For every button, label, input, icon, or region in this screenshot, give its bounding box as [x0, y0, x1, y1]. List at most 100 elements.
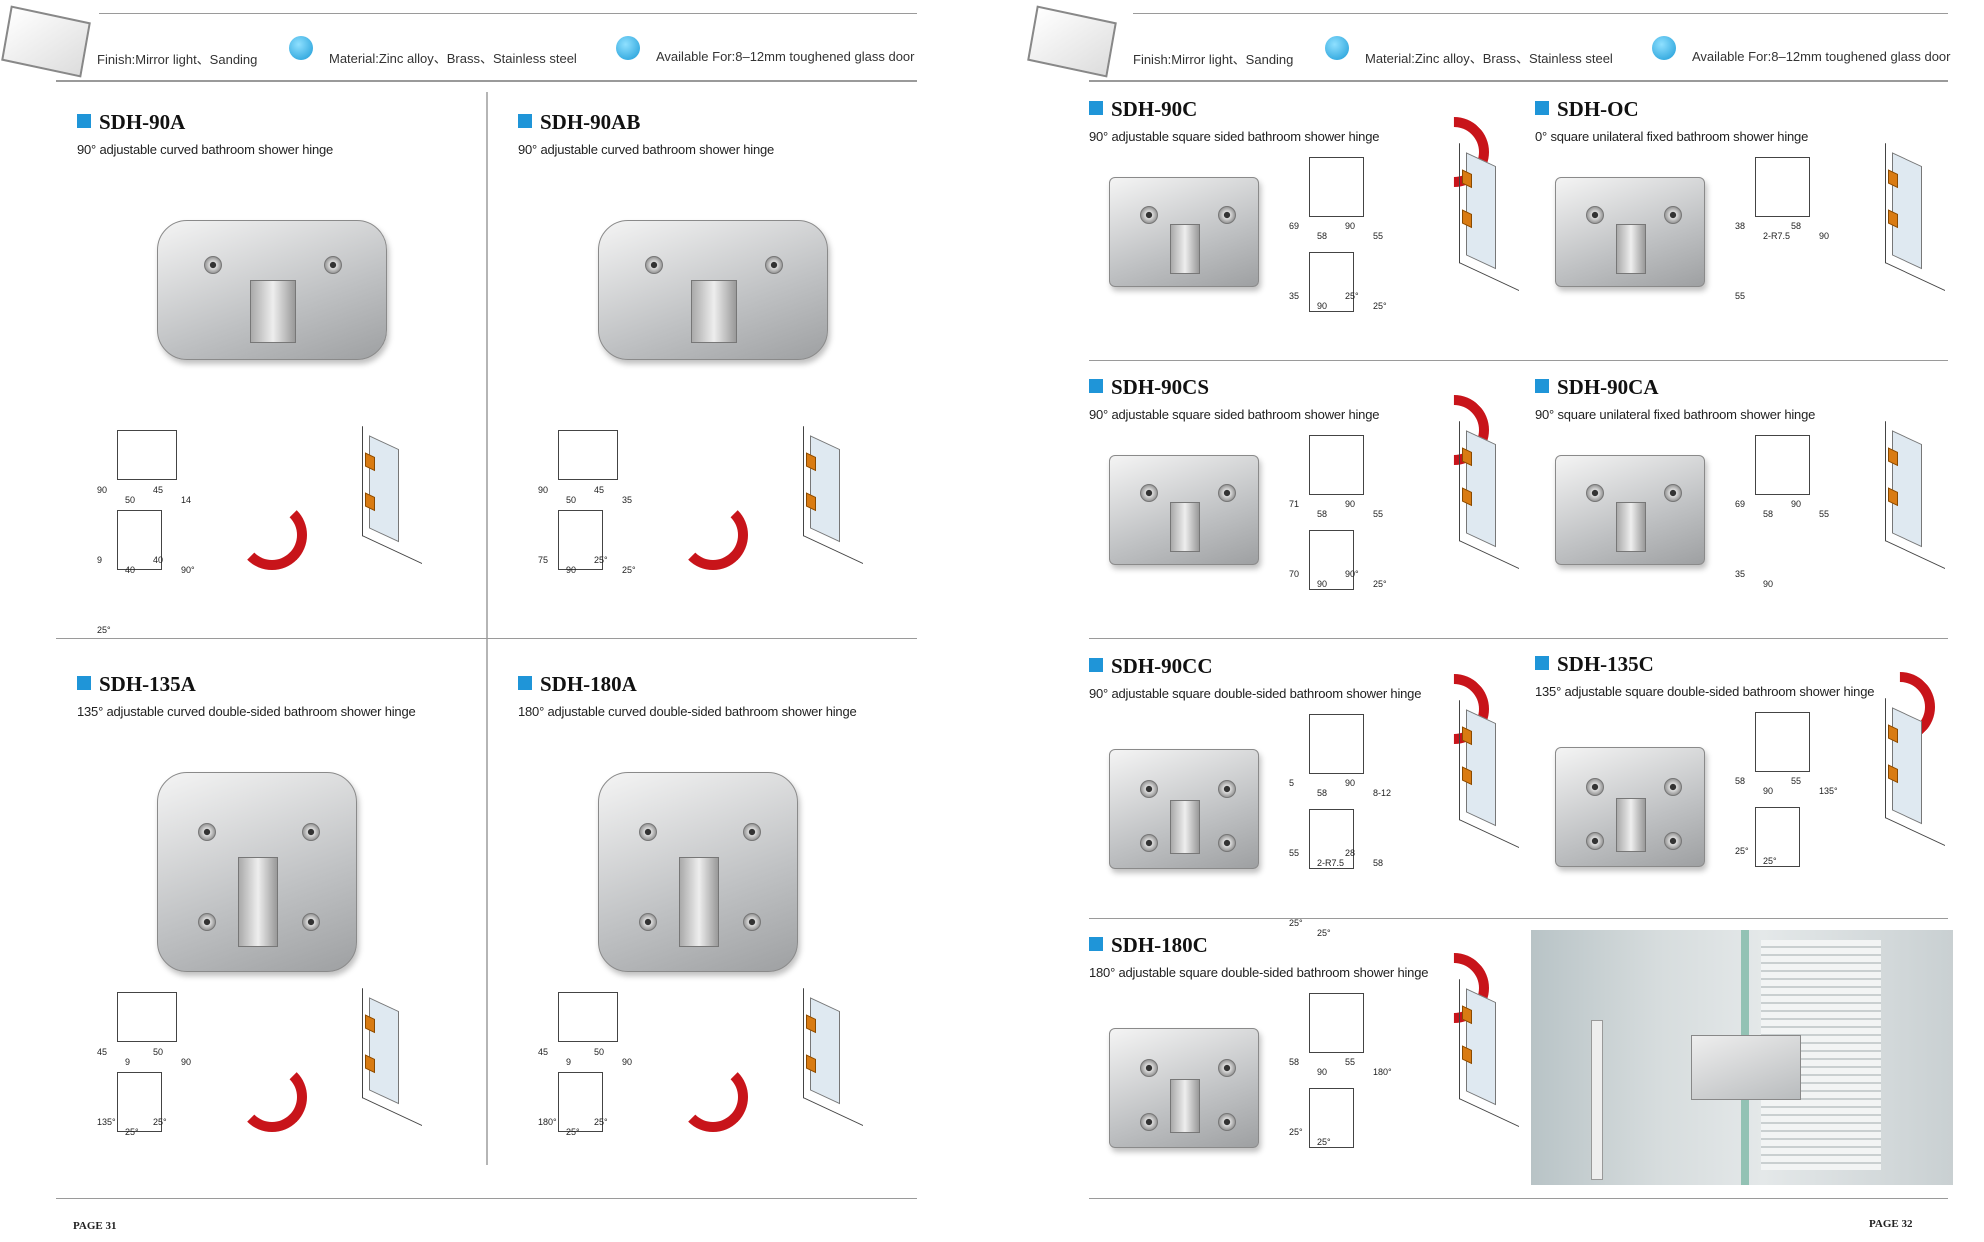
- hinge-image: [1555, 177, 1705, 287]
- screw-hole: [1140, 834, 1158, 852]
- screw-hole: [198, 823, 216, 841]
- hinge-image: [157, 772, 357, 972]
- dimension-label: 8-12: [1373, 788, 1392, 798]
- hinge-image: [598, 220, 828, 360]
- product-code: SDH-90CC: [1089, 654, 1213, 679]
- dimension-drawing: [558, 430, 618, 480]
- dimension-drawing: [1309, 157, 1364, 217]
- screw-hole: [1218, 205, 1236, 224]
- dimension-label: 90°: [181, 565, 195, 575]
- screw-hole: [1586, 205, 1604, 224]
- screw-hole: [639, 913, 657, 931]
- dimension-label: 25°: [594, 555, 608, 565]
- dimension-drawing: [1755, 435, 1810, 495]
- dimension-label: 25°: [1289, 1127, 1303, 1137]
- product-cell: SDH-90AB 90° adjustable curved bathroom s…: [518, 110, 918, 630]
- product-code: SDH-180C: [1089, 933, 1208, 958]
- header-available: Available For:8–12mm toughened glass doo…: [656, 49, 915, 64]
- dimension-drawing: [1309, 809, 1354, 869]
- product-code: SDH-90CS: [1089, 375, 1209, 400]
- dimension-label: 25°: [566, 1127, 580, 1137]
- dimension-label: 58: [1317, 788, 1328, 798]
- dimension-label: 69: [1735, 499, 1746, 509]
- hinge-knuckle: [1170, 502, 1200, 552]
- dimension-label: 25°: [153, 1117, 167, 1127]
- header-top-rule: [99, 13, 917, 14]
- product-code: SDH-135C: [1535, 652, 1654, 677]
- refresh-icon: [1652, 36, 1676, 60]
- row-divider: [1089, 360, 1948, 361]
- screw-hole: [743, 913, 761, 931]
- dimension-label: 58: [1289, 1057, 1300, 1067]
- dimension-label: 90: [622, 1057, 633, 1067]
- dimension-label: 25°: [622, 565, 636, 575]
- diamond-icon: [1325, 36, 1349, 60]
- product-code: SDH-90CA: [1535, 375, 1659, 400]
- screw-hole: [1218, 780, 1236, 798]
- dimension-label: 135°: [97, 1117, 116, 1127]
- shower-head: [1591, 1020, 1603, 1180]
- row-divider: [1089, 638, 1948, 639]
- dimension-label: 70: [1289, 569, 1300, 579]
- dimension-label: 45: [538, 1047, 549, 1057]
- dimension-label: 90: [1345, 778, 1356, 788]
- dimension-label: 9: [125, 1057, 131, 1067]
- dimension-drawing: [117, 430, 177, 480]
- dimension-drawing: [1309, 435, 1364, 495]
- dimension-label: 90: [1763, 786, 1774, 796]
- hinge-knuckle: [1616, 798, 1646, 853]
- dimension-label: 90: [566, 565, 577, 575]
- dimension-label: 55: [1373, 509, 1384, 519]
- header-material: Material:Zinc alloy、Brass、Stainless stee…: [1365, 51, 1613, 66]
- dimension-label: 45: [153, 485, 164, 495]
- header-top-rule: [1133, 13, 1948, 14]
- dimension-label: 55: [1289, 848, 1300, 858]
- product-description: 90° adjustable curved bathroom shower hi…: [518, 142, 775, 157]
- dimension-drawing: [1309, 993, 1364, 1053]
- glass-panel: [810, 997, 840, 1105]
- dimension-label: 90: [1819, 231, 1830, 241]
- dimension-label: 55: [1791, 776, 1802, 786]
- screw-hole: [1664, 832, 1682, 850]
- hinge-image: [1691, 1035, 1801, 1100]
- dimension-label: 9: [566, 1057, 572, 1067]
- dimension-drawing: [1755, 807, 1800, 867]
- dimension-label: 25°: [1735, 846, 1749, 856]
- header-finish: Finish:Mirror light、Sanding: [97, 52, 258, 67]
- dimension-label: 90: [181, 1057, 192, 1067]
- product-description: 90° adjustable curved bathroom shower hi…: [77, 142, 334, 157]
- dimension-label: 25°: [1289, 918, 1303, 928]
- header-bottom-rule: [1089, 80, 1948, 82]
- screw-hole: [1140, 1113, 1158, 1131]
- refresh-icon: [616, 36, 640, 60]
- dimension-label: 28: [1345, 848, 1356, 858]
- product-code: SDH-90AB: [518, 110, 640, 135]
- glass-panel: [1466, 152, 1496, 270]
- shower-room-diagram: [1459, 421, 1519, 569]
- screw-hole: [1664, 483, 1682, 502]
- header-bottom-rule: [56, 80, 917, 82]
- hinge-image: [1109, 177, 1259, 287]
- dimension-label: 58: [1373, 858, 1384, 868]
- dimension-label: 25°: [97, 625, 111, 635]
- shower-room-diagram: [362, 988, 422, 1126]
- screw-hole: [1586, 832, 1604, 850]
- product-code: SDH-OC: [1535, 97, 1639, 122]
- hinge-image: [1555, 747, 1705, 867]
- dimension-label: 25°: [1317, 1137, 1331, 1147]
- dimension-label: 90: [538, 485, 549, 495]
- shower-room-diagram: [803, 988, 863, 1126]
- dimension-label: 50: [125, 495, 136, 505]
- dimension-label: 58: [1763, 509, 1774, 519]
- screw-hole: [639, 823, 657, 841]
- dimension-label: 25°: [594, 1117, 608, 1127]
- glass-panel: [1466, 988, 1496, 1106]
- header-material: Material:Zinc alloy、Brass、Stainless stee…: [329, 51, 577, 66]
- diamond-icon: [289, 36, 313, 60]
- dimension-label: 50: [153, 1047, 164, 1057]
- rotation-angle-arc: [237, 1062, 307, 1132]
- screw-hole: [1218, 834, 1236, 852]
